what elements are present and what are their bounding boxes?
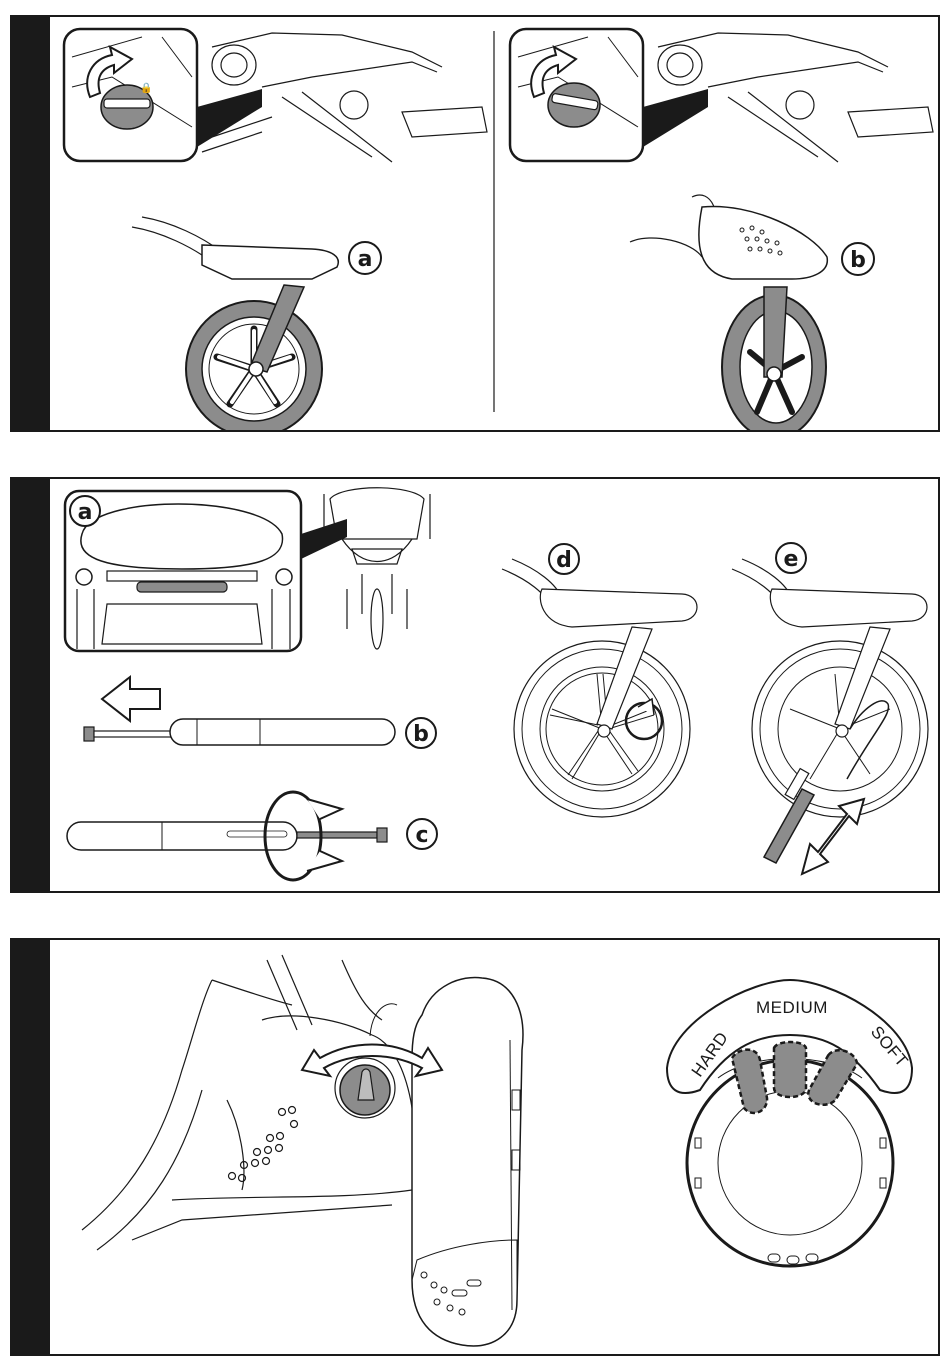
panel-3-suspension: MEDIUM HARD SOFT [10,938,940,1356]
inset-pointer [643,89,708,147]
pump-motion-arrow-icon [802,799,864,874]
wheel-inflate-diagram: e [732,543,928,874]
panel-3-illustration: MEDIUM HARD SOFT [12,940,940,1356]
wheel-valve-diagram: d [502,544,697,817]
lock-icon: 🔒 [140,82,152,94]
panel-1-illustration: 🔒 [12,17,940,432]
dial-label-medium: MEDIUM [756,998,828,1017]
detent-medium [774,1042,806,1097]
pump-extend-diagram: b [84,677,436,748]
step-label-b: b [413,722,429,747]
panel-2-illustration: a b [12,479,940,893]
step-label-b: b [850,248,866,273]
rear-wheel-side [302,977,523,1345]
right-front-wheel: b [630,195,874,432]
step-label-a: a [78,500,93,525]
right-lock-inset [510,29,708,161]
pump-twist-diagram: c [67,792,437,880]
panel-1-wheel-lock: 🔒 [10,15,940,432]
step-label-d: d [556,548,572,573]
left-lock-inset: 🔒 [64,29,262,161]
pump-stowed [137,582,227,592]
step-label-a: a [358,247,373,272]
panel-2-pump-tools: a b [10,477,940,893]
left-front-wheel: a [132,217,381,432]
step-label-c: c [415,823,428,848]
pull-arrow-icon [102,677,160,721]
inset-pointer [197,89,262,147]
step-label-e: e [784,547,799,572]
stroller-front-sketch [324,488,430,649]
suspension-dial: MEDIUM HARD SOFT [667,980,912,1266]
seat-underside-inset: a [65,491,347,651]
